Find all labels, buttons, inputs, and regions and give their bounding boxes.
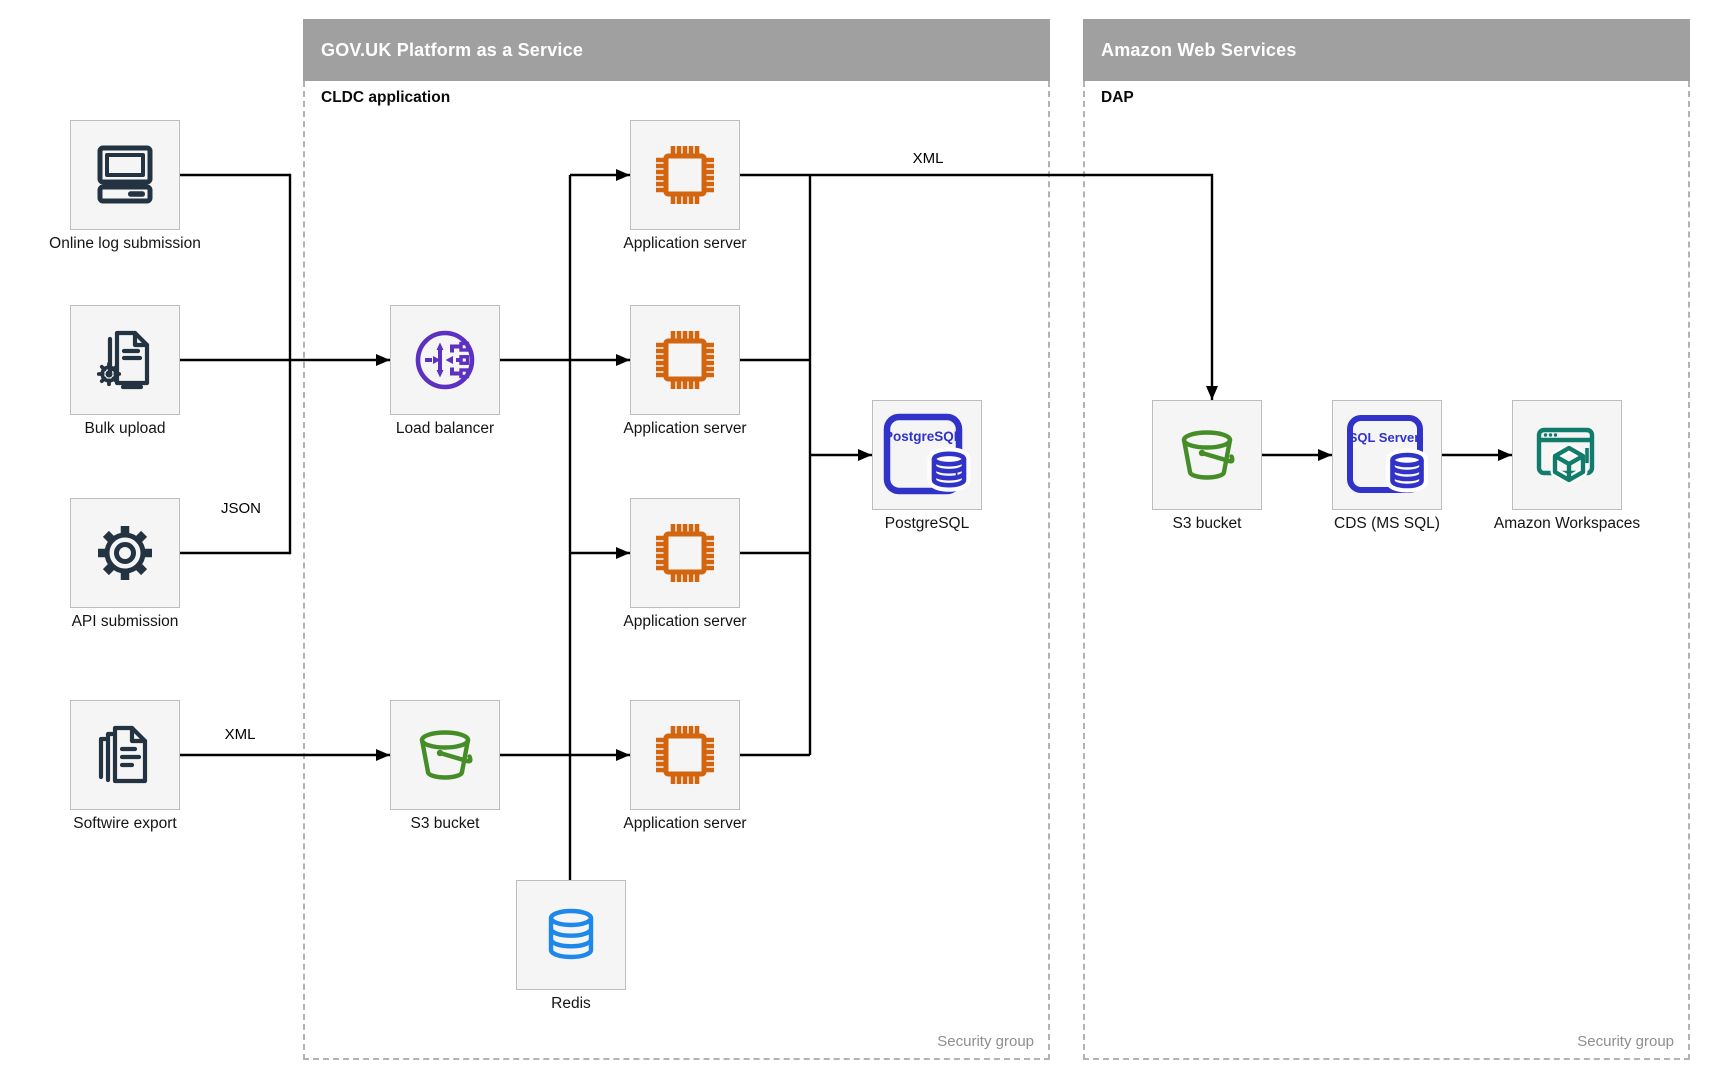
node-api-submission: API submission xyxy=(70,498,180,630)
aws-header: Amazon Web Services xyxy=(1083,19,1690,81)
database-icon xyxy=(548,908,594,960)
edge-app1-to-aws-s3 xyxy=(740,173,1218,400)
workspaces-icon xyxy=(1536,427,1595,485)
chip-icon xyxy=(656,331,714,389)
node-label: Application server xyxy=(623,420,747,437)
govuk-paas-dashed-border xyxy=(303,81,1050,1060)
documents-stack-icon xyxy=(98,725,148,784)
node-label: CDS (MS SQL) xyxy=(1334,515,1440,532)
desktop-computer-icon xyxy=(97,145,153,204)
chip-icon xyxy=(656,726,714,784)
node-label: Application server xyxy=(623,815,747,832)
node-label: Amazon Workspaces xyxy=(1493,515,1641,532)
node-label: PostgreSQL xyxy=(884,515,970,532)
load-balancer-icon xyxy=(415,330,475,390)
node-label: API submission xyxy=(71,613,179,630)
edge-label-json: JSON xyxy=(220,500,262,517)
aws-dashed-border xyxy=(1083,81,1690,1060)
node-label: Application server xyxy=(623,235,747,252)
node-application-server-2: Application server xyxy=(623,305,747,437)
node-amazon-workspaces: Amazon Workspaces xyxy=(1494,400,1640,532)
chip-icon xyxy=(656,524,714,582)
node-application-server-3: Application server xyxy=(623,498,747,630)
node-redis: Redis xyxy=(516,880,626,1012)
document-gear-icon xyxy=(96,330,150,390)
node-label: Bulk upload xyxy=(84,420,166,437)
node-label: S3 bucket xyxy=(410,815,480,832)
container-aws: Amazon Web Services DAP Security group xyxy=(1083,19,1690,1060)
postgresql-icon: PostgreSQL xyxy=(883,413,971,495)
node-bulk-upload: Bulk upload xyxy=(70,305,180,437)
sql-server-icon-text: SQL Server xyxy=(1349,430,1420,445)
node-label: Load balancer xyxy=(395,420,495,437)
node-s3-bucket-paas: S3 bucket xyxy=(390,700,500,832)
security-group-label: Security group xyxy=(937,1033,1034,1050)
govuk-paas-header: GOV.UK Platform as a Service xyxy=(303,19,1050,81)
node-label: Softwire export xyxy=(73,815,177,832)
node-label: Online log submission xyxy=(49,235,201,252)
cldc-application-label: CLDC application xyxy=(321,89,451,106)
sql-server-icon: SQL Server xyxy=(1347,415,1428,493)
node-application-server-4: Application server xyxy=(623,700,747,832)
node-s3-bucket-aws: S3 bucket xyxy=(1152,400,1262,532)
gear-icon xyxy=(98,526,152,580)
node-online-log-submission: Online log submission xyxy=(49,120,201,252)
node-application-server-1: Application server xyxy=(623,120,747,252)
node-softwire-export: Softwire export xyxy=(70,700,180,832)
edge-label-xml-softwire: XML xyxy=(224,726,256,743)
bucket-icon xyxy=(1181,430,1235,480)
chip-icon xyxy=(656,146,714,204)
node-postgresql: PostgreSQL PostgreSQL xyxy=(872,400,982,532)
security-group-label: Security group xyxy=(1577,1033,1674,1050)
container-govuk-paas: GOV.UK Platform as a Service CLDC applic… xyxy=(303,19,1050,1060)
node-load-balancer: Load balancer xyxy=(390,305,500,437)
edge-label-xml-top: XML xyxy=(912,150,944,167)
node-label: Redis xyxy=(551,995,591,1012)
dap-label: DAP xyxy=(1101,89,1134,106)
node-label: S3 bucket xyxy=(1172,515,1242,532)
node-cds-ms-sql: SQL Server CDS (MS SQL) xyxy=(1332,400,1442,532)
postgresql-icon-text: PostgreSQL xyxy=(884,429,962,444)
node-label: Application server xyxy=(623,613,747,630)
bucket-icon xyxy=(419,730,473,780)
